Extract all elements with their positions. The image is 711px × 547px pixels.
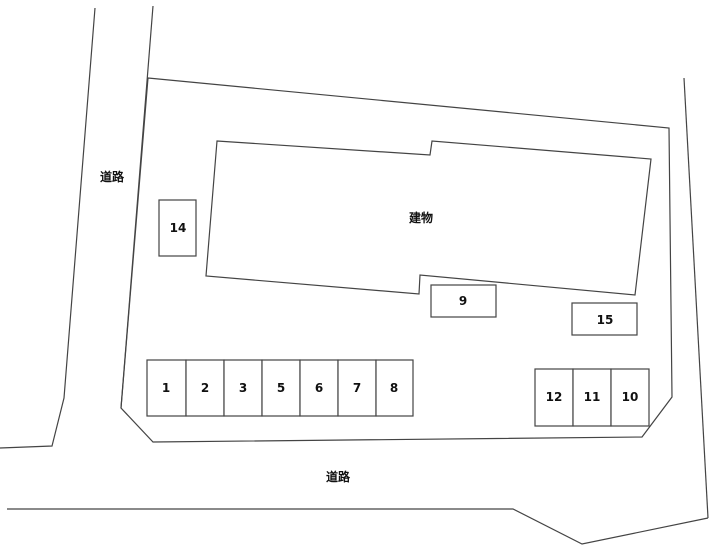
road-west-label: 道路 xyxy=(100,169,125,184)
road-south-label: 道路 xyxy=(326,469,351,484)
building-outline xyxy=(205,140,652,296)
parking-space-11 xyxy=(572,368,612,427)
parking-space-8 xyxy=(375,359,414,417)
parking-space-12 xyxy=(534,368,574,427)
building-label: 建物 xyxy=(408,210,433,225)
parking-space-label: 11 xyxy=(584,390,601,404)
parking-space-label: 1 xyxy=(162,381,170,395)
road-south-edge xyxy=(7,508,709,545)
parking-space-7 xyxy=(337,359,377,417)
parking-space-label: 5 xyxy=(277,381,285,395)
parking-space-1 xyxy=(146,359,187,417)
parking-space-label: 7 xyxy=(353,381,361,395)
road-west-edge-left xyxy=(0,7,96,449)
lot-boundary xyxy=(120,77,673,443)
parking-space-label: 15 xyxy=(597,313,614,327)
parking-space-label: 6 xyxy=(315,381,323,395)
parking-space-label: 10 xyxy=(622,390,639,404)
road-east-edge xyxy=(683,77,709,519)
parking-space-3 xyxy=(223,359,263,417)
parking-space-label: 9 xyxy=(459,294,467,308)
parking-space-label: 14 xyxy=(170,221,187,235)
parking-space-label: 12 xyxy=(546,390,563,404)
parking-space-15 xyxy=(571,302,638,336)
parking-space-label: 2 xyxy=(201,381,209,395)
parking-space-10 xyxy=(610,368,650,427)
parking-space-2 xyxy=(185,359,225,417)
parking-space-14 xyxy=(158,199,197,257)
parking-space-label: 3 xyxy=(239,381,247,395)
parking-space-label: 8 xyxy=(390,381,398,395)
parking-space-6 xyxy=(299,359,339,417)
parking-space-9 xyxy=(430,284,497,318)
